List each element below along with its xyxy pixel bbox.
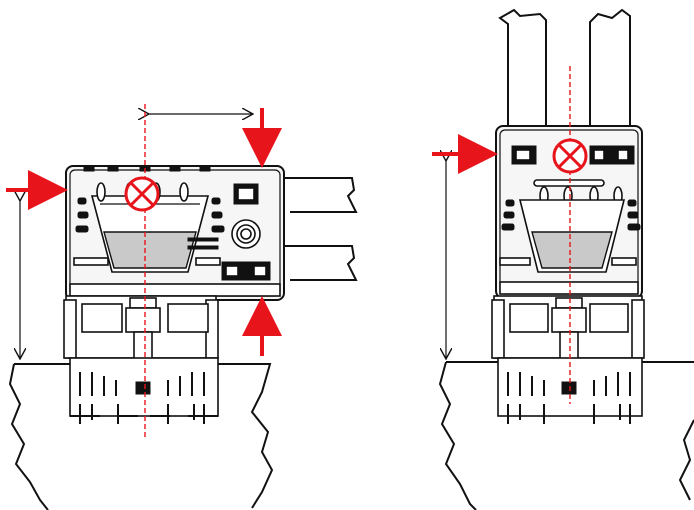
left-pin-block	[70, 358, 218, 424]
left-view	[6, 104, 356, 510]
right-cables	[500, 10, 630, 128]
right-connector-legs	[492, 296, 644, 362]
right-view	[432, 10, 694, 510]
left-connector-legs	[64, 296, 218, 362]
prohibited-x-icon	[126, 178, 158, 210]
left-cables	[280, 178, 356, 280]
prohibited-x-icon	[554, 140, 586, 172]
